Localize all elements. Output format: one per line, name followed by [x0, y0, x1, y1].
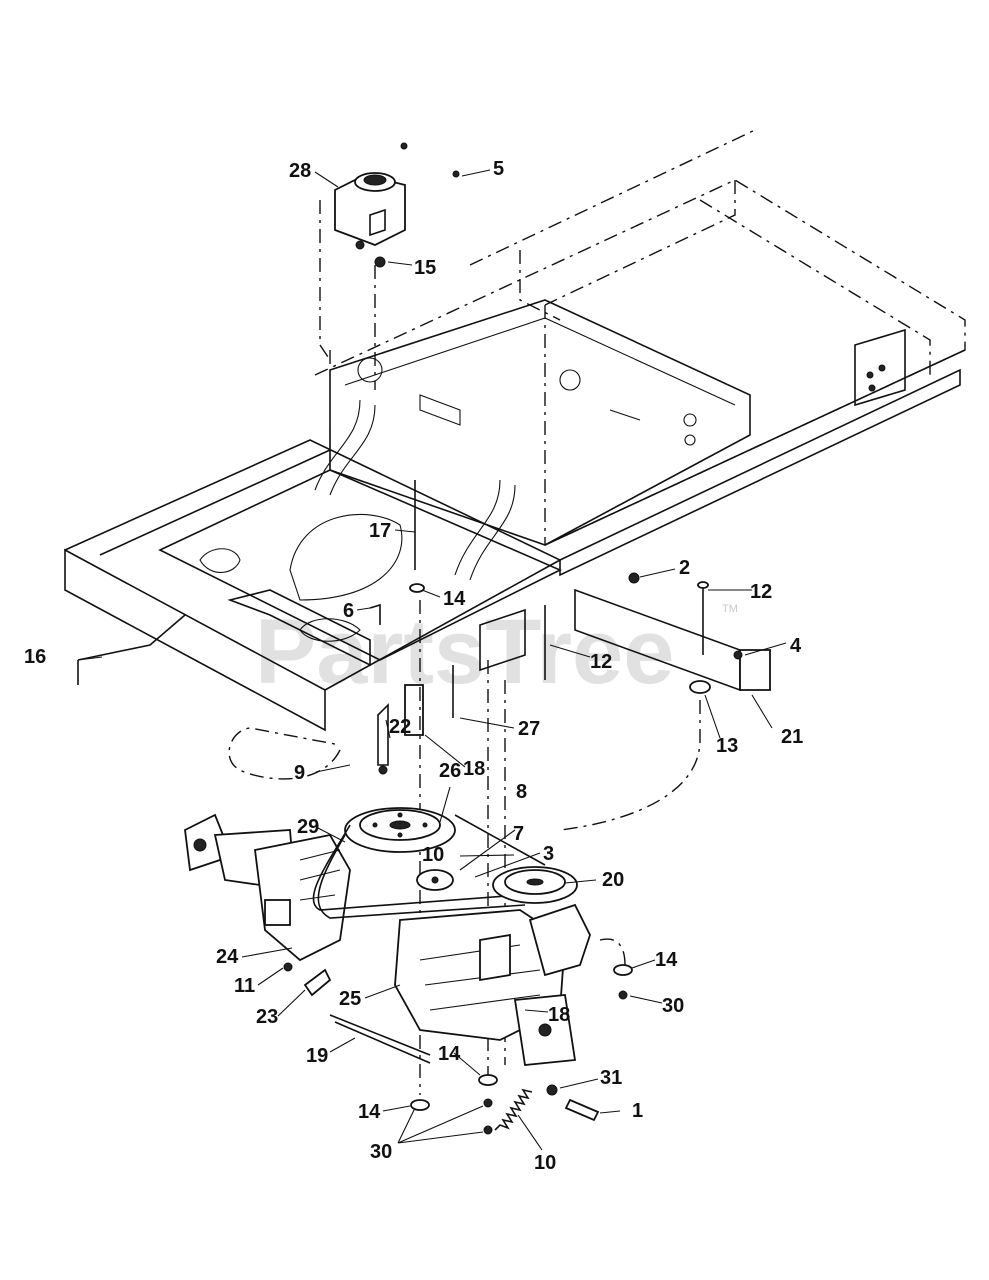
callout-4: 4 [790, 635, 802, 657]
callout-6: 6 [343, 600, 354, 622]
callout-15: 15 [414, 257, 436, 279]
callout-10-spring: 10 [534, 1152, 556, 1174]
callout-22: 22 [389, 716, 411, 738]
callout-17: 17 [369, 520, 391, 542]
callout-14-center: 14 [438, 1043, 461, 1065]
callout-16: 16 [24, 646, 46, 668]
watermark: PartsTree TM [255, 601, 738, 703]
callout-12-right: 12 [750, 581, 772, 603]
callout-27: 27 [518, 718, 540, 740]
callout-18-transaxle: 18 [548, 1004, 570, 1026]
callout-3: 3 [543, 843, 554, 865]
callout-28: 28 [289, 160, 311, 182]
callout-14-lower: 14 [358, 1101, 381, 1123]
transaxle-drawing [184, 807, 591, 1066]
callout-13: 13 [716, 735, 738, 757]
reservoir-drawing [319, 142, 460, 390]
callout-26: 26 [439, 760, 461, 782]
callout-2: 2 [679, 557, 690, 579]
lower-hardware-drawing [410, 964, 633, 1135]
callout-21: 21 [781, 726, 803, 748]
callout-7: 7 [513, 823, 524, 845]
callout-5: 5 [493, 158, 504, 180]
frame-drawing [64, 129, 966, 732]
callout-30-lower: 30 [370, 1141, 392, 1163]
callout-19: 19 [306, 1045, 328, 1067]
callout-31: 31 [600, 1067, 622, 1089]
callout-labels: 1 2 3 4 5 6 7 8 9 10 10 11 12 12 13 14 1… [24, 158, 803, 1174]
callout-9: 9 [294, 762, 305, 784]
callout-1: 1 [632, 1100, 643, 1122]
callout-12-center: 12 [590, 651, 612, 673]
callout-20: 20 [602, 869, 624, 891]
callout-25: 25 [339, 988, 361, 1010]
callout-23: 23 [256, 1006, 278, 1028]
callout-14-frame: 14 [443, 588, 466, 610]
callout-24: 24 [216, 946, 239, 968]
callout-18-spacer: 18 [463, 758, 485, 780]
callout-30-right: 30 [662, 995, 684, 1017]
leader-lines [77, 169, 787, 1151]
callout-11: 11 [234, 975, 255, 997]
callout-29: 29 [297, 816, 319, 838]
watermark-trademark: TM [722, 603, 738, 615]
callout-8: 8 [516, 781, 527, 803]
callout-10-idler: 10 [422, 844, 444, 866]
callout-14-right: 14 [655, 949, 678, 971]
